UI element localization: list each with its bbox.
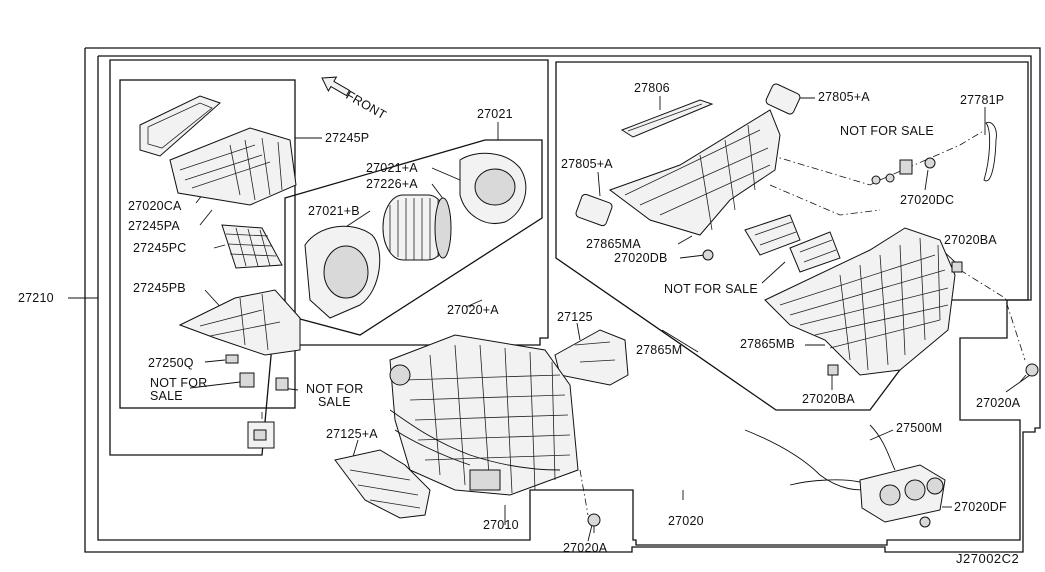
lead-nfs-left [189, 381, 241, 389]
clip-27250q [225, 354, 239, 364]
label-nfs-right-mid: NOT FOR SALE [664, 282, 758, 296]
label-27020A-plus: 27020+A [447, 303, 499, 317]
lead-27245PA [199, 209, 213, 226]
diagram-code: J27002C2 [956, 551, 1020, 566]
filter-gasket [139, 95, 221, 157]
clip-small-1 [871, 175, 881, 185]
duct-27865ma [608, 109, 781, 236]
lead-27020DB [679, 254, 706, 259]
clip-27020ba-top [951, 261, 963, 273]
label-27226A: 27226+A [366, 177, 418, 191]
blower-frame [109, 59, 549, 456]
seal-27806 [620, 99, 714, 138]
label-27245PB: 27245PB [133, 281, 186, 295]
intake-frame [119, 79, 296, 409]
label-27021: 27021 [477, 107, 513, 121]
nfs-part-mid [275, 377, 289, 391]
label-27021B: 27021+B [308, 204, 360, 218]
lead-27865MA [677, 235, 693, 245]
label-27020DB: 27020DB [614, 251, 668, 265]
heater-unit-27010 [389, 334, 579, 496]
assembly-line-3 [769, 184, 881, 216]
label-nfs-mid-b: SALE [318, 395, 351, 409]
label-nfs-mid-a: NOT FOR [306, 382, 364, 396]
ring-27805a-left [575, 193, 613, 227]
lead-27021A [431, 167, 461, 181]
label-27020A-right: 27020A [976, 396, 1021, 410]
label-27245PA: 27245PA [128, 219, 180, 233]
front-arrow [321, 76, 351, 97]
label-27125A: 27125+A [326, 427, 378, 441]
lead-27500M [869, 429, 894, 441]
control-27500m [744, 424, 946, 523]
label-27805A-left: 27805+A [561, 157, 613, 171]
lead-27245PC [213, 244, 226, 249]
label-27021A: 27021+A [366, 161, 418, 175]
filter-27245pc [221, 224, 283, 269]
screw-27020dc [924, 157, 936, 169]
lead-27020A-plus [465, 299, 483, 308]
vents-nfs [744, 214, 841, 273]
blower-case-27021a [459, 152, 527, 224]
label-27250Q: 27250Q [148, 356, 194, 370]
label-27500M: 27500M [896, 421, 943, 435]
screw-27020a-bottom [587, 513, 601, 533]
blower-fan-27226a [382, 194, 452, 261]
label-27020DF: 27020DF [954, 500, 1007, 514]
lead-27020A-right [1005, 374, 1031, 393]
duct-27245pb [178, 289, 301, 356]
label-27865MB: 27865MB [740, 337, 795, 351]
label-27865MA: 27865MA [586, 237, 641, 251]
nfs-part-left [239, 372, 255, 388]
lead-27125 [576, 322, 581, 341]
clip-small-2 [885, 173, 895, 183]
label-27245PC: 27245PC [133, 241, 187, 255]
screw-27020df [919, 516, 931, 528]
label-27245P: 27245P [325, 131, 370, 145]
lead-27865M [661, 329, 699, 353]
duct-27125 [554, 329, 629, 386]
clip-nfs-top [899, 159, 913, 175]
lead-27020DC [924, 169, 929, 191]
label-27020CA: 27020CA [128, 199, 182, 213]
assembly-line-6 [579, 469, 589, 516]
label-27865M: 27865M [636, 343, 683, 357]
label-27806: 27806 [634, 81, 670, 95]
label-27210: 27210 [18, 291, 54, 305]
label-27020BA-top: 27020BA [944, 233, 997, 247]
outer-frame [84, 47, 1041, 553]
label-27020DC: 27020DC [900, 193, 955, 207]
lead-27226A [431, 183, 445, 201]
hose-27781p [983, 121, 997, 182]
label-27010: 27010 [483, 518, 519, 532]
screw-27020a-right [1019, 363, 1039, 383]
ring-27805a-top [765, 83, 801, 115]
screw-27020db [702, 249, 714, 261]
duct-27865mb [764, 227, 956, 376]
label-nfs-left-b: SALE [150, 389, 183, 403]
label-27781P: 27781P [960, 93, 1005, 107]
lead-27250Q [204, 359, 226, 363]
label-27020A-bottom: 27020A [563, 541, 608, 555]
lead-27805A-left [597, 171, 601, 197]
duct-27125a [334, 449, 431, 519]
intake-housing-27245p [169, 127, 297, 206]
blower-case-27021b [304, 225, 381, 319]
label-nfs-top-right: NOT FOR SALE [840, 124, 934, 138]
label-27020: 27020 [668, 514, 704, 528]
label-27805A-top: 27805+A [818, 90, 870, 104]
assembly-line-5 [959, 269, 1026, 361]
label-27020BA-bottom: 27020BA [802, 392, 855, 406]
lead-27020A-bottom [587, 524, 593, 542]
lead-nfs-right [761, 261, 786, 284]
label-nfs-left-a: NOT FOR [150, 376, 208, 390]
assembly-line-2 [769, 154, 881, 186]
label-27125: 27125 [557, 310, 593, 324]
clip-27020ba-bottom [827, 364, 839, 376]
actuator-small [247, 421, 275, 449]
